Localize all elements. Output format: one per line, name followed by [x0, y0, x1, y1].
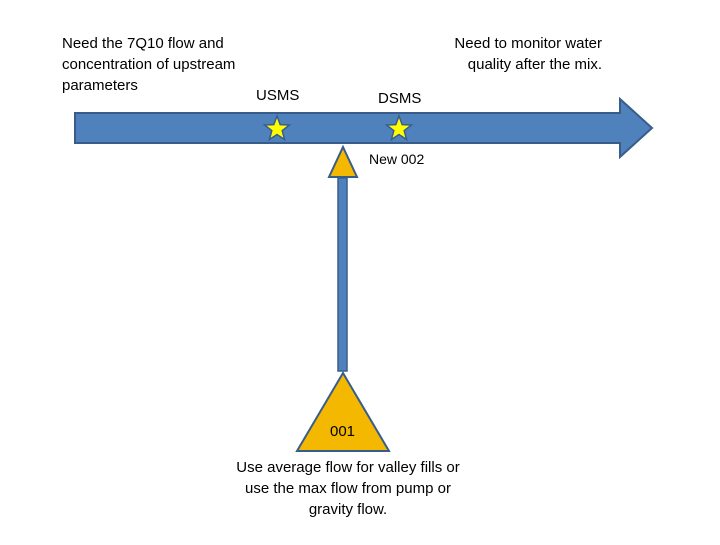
outfall-new-002-triangle — [327, 144, 359, 178]
outfall-001-label: 001 — [330, 423, 356, 440]
downstream-note: Need to monitor water quality after the … — [454, 35, 602, 73]
stream-arrow — [74, 96, 654, 160]
outfall-new-002-label: New 002 — [369, 151, 425, 167]
usms-label: USMS — [256, 87, 300, 104]
dsms-star-icon — [384, 113, 414, 142]
discharge-pipe — [337, 177, 348, 372]
upstream-note: Need the 7Q10 flow and concentration of … — [62, 35, 236, 94]
dsms-label: DSMS — [378, 90, 422, 107]
usms-star-icon — [262, 113, 292, 142]
discharge-flow-note: Use average flow for valley fills or use… — [236, 459, 460, 518]
outfall-001-triangle — [295, 371, 391, 452]
